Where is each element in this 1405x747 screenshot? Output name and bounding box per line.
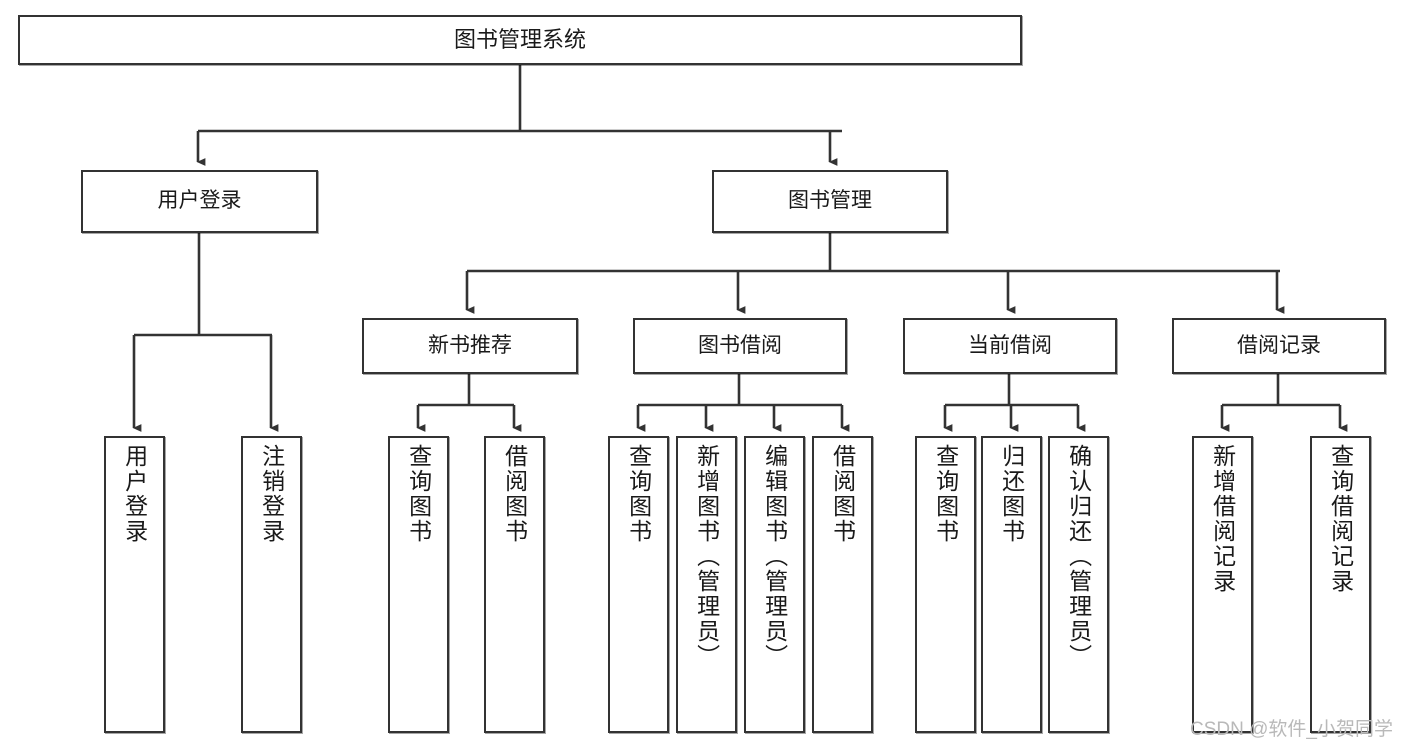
node-current-borrow[interactable]: 当前借阅	[903, 318, 1117, 374]
node-leaf-confirm-return-admin-label: 确认归还（管理员）	[1065, 444, 1092, 669]
node-book-borrow-label: 图书借阅	[698, 333, 782, 357]
node-current-borrow-label: 当前借阅	[968, 333, 1052, 357]
node-leaf-add-book-admin-label: 新增图书（管理员）	[693, 444, 720, 669]
node-leaf-logout[interactable]: 注销登录	[241, 436, 302, 733]
node-leaf-edit-book-admin[interactable]: 编辑图书（管理员）	[744, 436, 805, 733]
node-leaf-borrow-book-recommend[interactable]: 借阅图书	[484, 436, 545, 733]
node-new-book-recommend-label: 新书推荐	[428, 333, 512, 357]
node-leaf-add-book-admin[interactable]: 新增图书（管理员）	[676, 436, 737, 733]
node-book-management-label: 图书管理	[788, 189, 872, 213]
node-leaf-query-book-current[interactable]: 查询图书	[915, 436, 976, 733]
node-leaf-query-book-current-label: 查询图书	[932, 444, 959, 544]
node-leaf-query-book-borrow-label: 查询图书	[625, 444, 652, 544]
node-leaf-query-book-recommend-label: 查询图书	[405, 444, 432, 544]
node-leaf-logout-label: 注销登录	[258, 444, 285, 544]
node-borrow-record[interactable]: 借阅记录	[1172, 318, 1386, 374]
node-user-login[interactable]: 用户登录	[81, 170, 318, 233]
node-leaf-confirm-return-admin[interactable]: 确认归还（管理员）	[1048, 436, 1109, 733]
node-user-login-label: 用户登录	[157, 189, 242, 213]
node-leaf-query-book-recommend[interactable]: 查询图书	[388, 436, 449, 733]
node-leaf-return-book-label: 归还图书	[998, 444, 1025, 544]
node-borrow-record-label: 借阅记录	[1237, 333, 1321, 357]
node-leaf-edit-book-admin-label: 编辑图书（管理员）	[761, 444, 788, 669]
node-leaf-user-login[interactable]: 用户登录	[104, 436, 165, 733]
node-leaf-borrow-book-label: 借阅图书	[829, 444, 856, 544]
node-root-label: 图书管理系统	[453, 27, 586, 53]
node-book-borrow[interactable]: 图书借阅	[633, 318, 847, 374]
node-leaf-borrow-book-recommend-label: 借阅图书	[501, 444, 528, 544]
node-leaf-add-borrow-record[interactable]: 新增借阅记录	[1192, 436, 1253, 733]
node-new-book-recommend[interactable]: 新书推荐	[362, 318, 578, 374]
node-leaf-query-borrow-record[interactable]: 查询借阅记录	[1310, 436, 1371, 733]
node-leaf-query-book-borrow[interactable]: 查询图书	[608, 436, 669, 733]
node-leaf-query-borrow-record-label: 查询借阅记录	[1327, 444, 1354, 594]
node-leaf-add-borrow-record-label: 新增借阅记录	[1209, 444, 1236, 594]
node-leaf-return-book[interactable]: 归还图书	[981, 436, 1042, 733]
node-book-management[interactable]: 图书管理	[712, 170, 948, 233]
node-leaf-borrow-book[interactable]: 借阅图书	[812, 436, 873, 733]
node-leaf-user-login-label: 用户登录	[121, 444, 148, 544]
node-root[interactable]: 图书管理系统	[18, 15, 1022, 65]
